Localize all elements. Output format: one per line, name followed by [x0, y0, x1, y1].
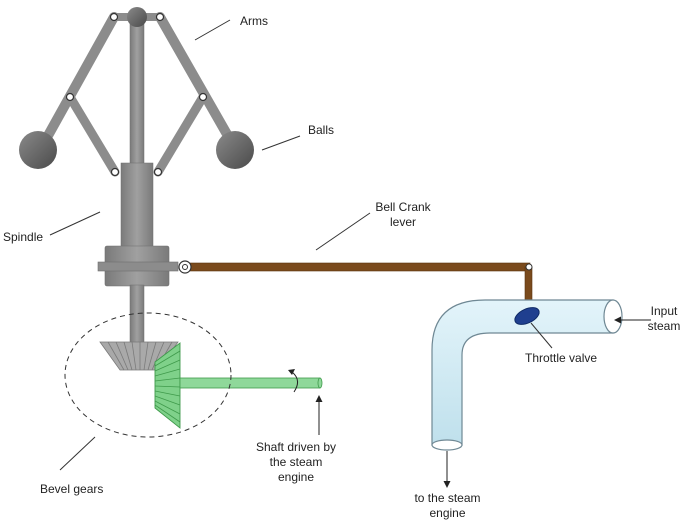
rotation-arrow [291, 371, 298, 393]
left-ball [19, 131, 57, 169]
pivot-sleeve-left [110, 167, 120, 177]
pipe-inlet-opening [603, 299, 623, 334]
shaft-arrow-head [315, 395, 323, 402]
leader-lines [49, 19, 553, 471]
shaft-driven-label-line3: engine [277, 470, 315, 484]
steam-engine-outlet-label: to the steam engine [400, 491, 495, 521]
bevel-gears-leader [59, 436, 96, 471]
spindle-leader [49, 211, 101, 236]
arms-label: Arms [240, 14, 268, 28]
spindle-label: Spindle [3, 230, 44, 244]
throttle-valve-label: Throttle valve [525, 351, 598, 365]
throttle-leader [530, 322, 553, 349]
vertical-bevel-gear [154, 342, 181, 429]
lower-left-arm [65, 92, 120, 177]
input-steam-arrow-head [614, 316, 621, 324]
upper-right-arm [155, 12, 241, 155]
bell-crank-lever-label-line2: lever [389, 215, 416, 229]
vertical-gear-teeth [154, 350, 181, 423]
input-steam-label: Input steam [644, 304, 684, 334]
shaft-driven-label: Shaft driven by the steam engine [246, 440, 346, 485]
shaft-driven-label-line1: Shaft driven by [255, 440, 337, 454]
upper-left-arm [35, 12, 119, 155]
right-ball [216, 131, 254, 169]
pivot-sleeve-right [153, 167, 163, 177]
pivot-top-right [155, 12, 165, 22]
bevel-gears [99, 341, 323, 429]
balls-leader [261, 135, 301, 151]
collar-flange [97, 261, 179, 272]
arms-leader [194, 19, 231, 41]
input-steam-label-line2: steam [647, 319, 681, 333]
shaft-driven-label-line2: the steam [269, 455, 323, 469]
pipe-outlet-opening [431, 439, 463, 451]
pivot-top-left [109, 12, 119, 22]
lever-pivot-left-inner [182, 264, 188, 270]
driven-shaft-end [317, 377, 323, 389]
rotation-arrow-head [288, 369, 295, 375]
bell-crank-lever-label-line1: Bell Crank [375, 200, 431, 214]
balls-label: Balls [308, 123, 335, 137]
input-steam-label-line1: Input [650, 304, 678, 318]
top-knob [127, 7, 147, 27]
bell-crank-lever [183, 262, 531, 272]
outlet-arrow-head [443, 481, 451, 488]
pivot-joints [65, 12, 208, 177]
spindle-sleeve [120, 162, 154, 249]
lever-pivot-left [178, 260, 192, 274]
bevel-gears-label: Bevel gears [40, 482, 104, 496]
flow-arrows [315, 316, 651, 488]
steam-engine-outlet-label-line1: to the steam [414, 491, 481, 505]
pivot-mid-left [65, 92, 75, 102]
pivot-mid-right [198, 92, 208, 102]
throttle-valve [514, 307, 540, 325]
lever-leader [315, 212, 371, 251]
bevel-gear-circle [64, 312, 232, 438]
driven-shaft [179, 377, 321, 389]
bell-crank-lever-label: Bell Crank lever [368, 200, 438, 230]
lever-pivot-right [525, 263, 533, 271]
lower-right-arm [153, 92, 208, 177]
horizontal-gear-teeth [107, 341, 173, 371]
steam-engine-outlet-label-line2: engine [429, 506, 466, 520]
spindle-top-rod [129, 19, 145, 171]
